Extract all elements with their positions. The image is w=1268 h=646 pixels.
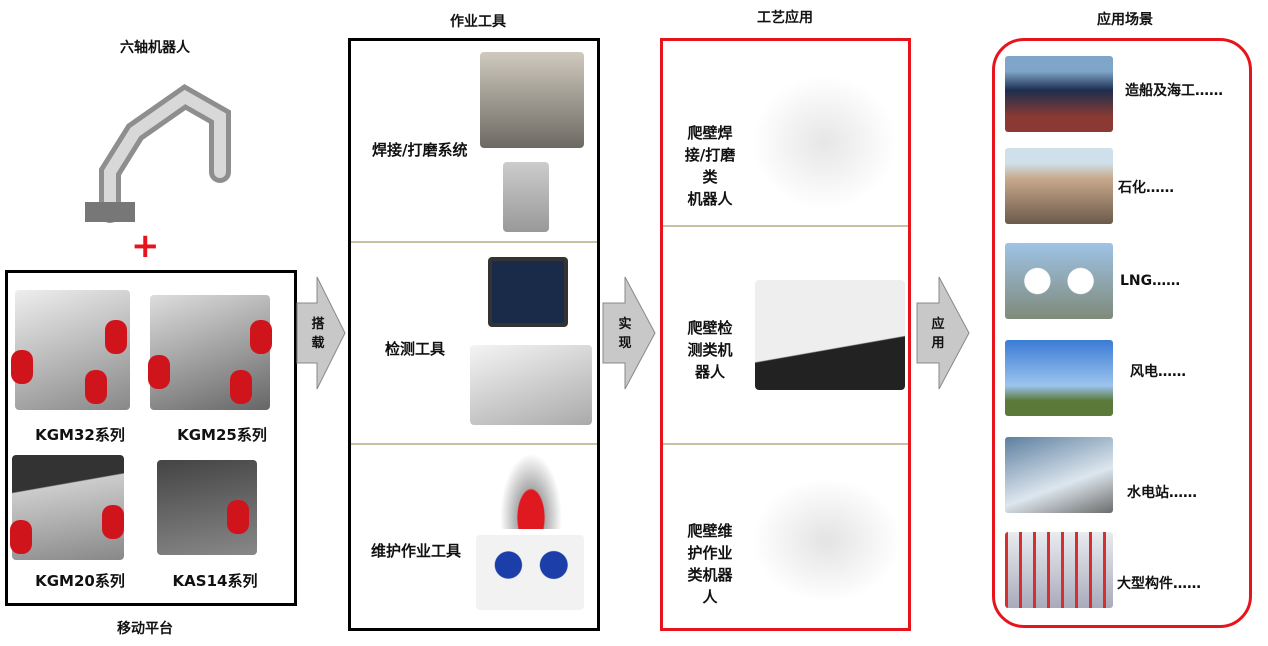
divider (663, 225, 908, 227)
kgm25-label: KGM25系列 (177, 426, 267, 444)
welding-unit-image (503, 162, 549, 232)
scene-label-petrochemical: 石化…… (1118, 180, 1174, 196)
welding-robot-image (480, 52, 584, 148)
kgm25-image (148, 295, 272, 410)
suction-tool-image (500, 453, 562, 529)
process-box (660, 38, 911, 631)
hydropower-image (1005, 437, 1113, 513)
petrochemical-image (1005, 148, 1113, 224)
kgm20-image (10, 455, 124, 560)
shipbuilding-image (1005, 56, 1113, 132)
kas14-image (157, 460, 257, 555)
divider (663, 443, 908, 445)
scenes-title: 应用场景 (1097, 12, 1153, 28)
maintenance-robot-label: 爬壁维护作业类机器人 (687, 522, 733, 606)
wind-power-image (1005, 340, 1113, 416)
kgm32-image (11, 290, 130, 410)
six-axis-robot-image (75, 62, 245, 227)
tools-title: 作业工具 (450, 14, 506, 30)
scene-label-hydropower: 水电站…… (1127, 485, 1197, 501)
realize-arrow: 实现 (601, 275, 657, 395)
kgm32-label: KGM32系列 (35, 426, 125, 444)
mobile-platform-label: 移动平台 (117, 621, 173, 637)
mount-arrow: 搭载 (295, 275, 347, 395)
welding-robot-label: 爬壁焊接/打磨类机器人 (684, 124, 736, 208)
mount-arrow-label: 搭载 (311, 317, 325, 351)
welding-robot-image (752, 75, 897, 210)
kas14-label: KAS14系列 (172, 572, 258, 590)
scenes-box (992, 38, 1252, 628)
tools-box (348, 38, 600, 631)
flaw-detector-image (488, 257, 568, 327)
scene-label-lng: LNG…… (1120, 273, 1181, 289)
six-axis-robot-title: 六轴机器人 (120, 40, 190, 56)
apply-arrow: 应用 (915, 275, 971, 395)
realize-arrow-label: 实现 (618, 317, 632, 351)
inspection-tools-label: 检测工具 (385, 340, 446, 358)
large-structure-image (1005, 532, 1113, 608)
divider (351, 241, 597, 243)
scene-label-wind: 风电…… (1130, 364, 1186, 380)
kgm20-label: KGM20系列 (35, 572, 125, 590)
scene-label-shipbuilding: 造船及海工…… (1125, 83, 1223, 99)
divider (351, 443, 597, 445)
maintenance-robot-image (752, 478, 902, 603)
plus-sign: + (131, 226, 160, 266)
scene-label-large-structure: 大型构件…… (1117, 576, 1201, 592)
spray-machine-image (476, 535, 584, 610)
inspection-robot-label: 爬壁检测类机器人 (687, 319, 733, 381)
mobile-platform-box (5, 270, 297, 606)
maintenance-tools-label: 维护作业工具 (371, 542, 462, 560)
welding-grinding-label: 焊接/打磨系统 (372, 141, 468, 159)
lng-image (1005, 243, 1113, 319)
apply-arrow-label: 应用 (931, 317, 945, 351)
scanner-image (470, 345, 592, 425)
process-title: 工艺应用 (757, 10, 813, 26)
inspection-robot-image (755, 280, 905, 390)
